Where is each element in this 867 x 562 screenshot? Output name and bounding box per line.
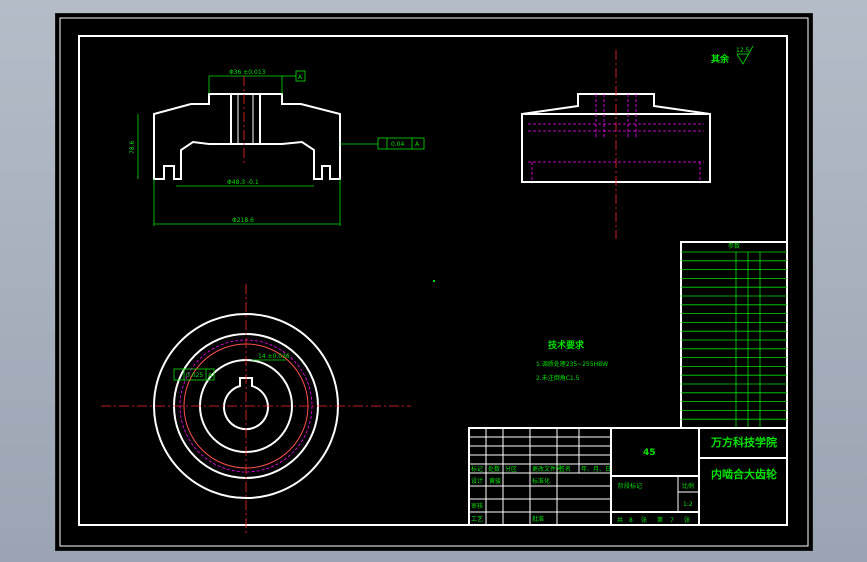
right-section-body — [259, 93, 341, 180]
outer-border — [59, 17, 809, 547]
tb-sheet-0: 共 — [617, 516, 623, 524]
tb-scale-value: 1:2 — [683, 501, 693, 508]
roughness-symbol — [736, 45, 754, 65]
tb-row-label-1: 标准化 — [532, 477, 550, 485]
drawing-sheet: Φ36 ±0.013 A Φ48.3 -0.1 Φ218.6 78.6 0.04… — [59, 17, 809, 547]
cad-viewport[interactable]: Φ36 ±0.013 A Φ48.3 -0.1 Φ218.6 78.6 0.04… — [55, 13, 813, 551]
roughness-value: 12.5 — [736, 47, 750, 54]
dim-d3-text: Φ218.6 — [232, 217, 254, 224]
tb-scale-label: 比例 — [682, 482, 694, 490]
tb-part-name: 内啮合大齿轮 — [711, 467, 777, 481]
tb-sheet-1: 8 — [629, 517, 633, 524]
plan-view: 14 ±0.036 0.025 A — [101, 284, 411, 534]
tb-sheet-3: 第 — [657, 516, 663, 524]
tol-datum: A — [415, 141, 420, 148]
section-view: Φ36 ±0.013 A Φ48.3 -0.1 Φ218.6 78.6 0.04… — [129, 69, 425, 226]
tb-row-label-0: 设计 — [471, 477, 483, 485]
stray-point — [433, 280, 435, 282]
tol-frame — [377, 137, 425, 150]
datum-a-text: A — [298, 74, 303, 81]
tb-header-0: 标记 — [471, 465, 483, 473]
sym-tol-datum: A — [208, 372, 213, 379]
tb-row-label-4: 批准 — [532, 515, 544, 523]
tech-requirements: 技术要求 1.调质处理235~255HBW 2.未注倒角C1.5 — [536, 339, 608, 382]
tb-header-1: 处数 — [488, 465, 500, 473]
tb-header-3: 更改文件号 — [532, 465, 562, 473]
tech-item-1: 1.调质处理235~255HBW — [536, 360, 608, 368]
tb-sheet-2: 张 — [641, 516, 647, 524]
tb-stage-label: 阶段标记 — [618, 482, 642, 490]
tb-sheet-info: 共 8 张 第 7 张 — [617, 516, 690, 524]
tech-title: 技术要求 — [548, 339, 585, 351]
front-outline — [521, 93, 711, 183]
sym-tol-value: 0.025 — [186, 372, 203, 379]
tb-designer: 黄骏 — [489, 477, 501, 485]
bore-with-keyway — [223, 377, 269, 431]
front-view — [521, 50, 711, 239]
param-table-title: 参数 — [728, 242, 740, 250]
tb-sheet-4: 7 — [670, 517, 674, 524]
dim-d2-text: Φ48.3 -0.1 — [227, 179, 259, 186]
tb-sheet-5: 张 — [684, 516, 690, 524]
tech-item-2: 2.未注倒角C1.5 — [536, 374, 580, 382]
tb-header-4: 签名 — [559, 465, 571, 473]
title-block-border — [468, 427, 788, 526]
tb-school: 万方科技学院 — [710, 435, 777, 449]
sym-tol-frame — [173, 368, 215, 381]
left-section-body — [153, 93, 232, 180]
dim-d1-text: Φ36 ±0.013 — [229, 69, 266, 76]
roughness-note: 其余 12.5 — [711, 45, 754, 65]
parameter-table: 参数 — [680, 241, 788, 429]
tb-header-2: 分区 — [505, 465, 517, 473]
dim-h1-text: 78.6 — [129, 140, 136, 154]
datum-box-a — [295, 70, 306, 82]
tb-material: 45 — [643, 448, 656, 458]
title-block: 45 万方科技学院 内啮合大齿轮 阶段标记 比例 1:2 共 8 张 第 7 张… — [468, 427, 788, 526]
tol-value: 0.04 — [391, 141, 405, 148]
tb-header-5: 年、月、日 — [581, 465, 611, 473]
tb-row-label-2: 审核 — [471, 502, 483, 510]
roughness-label: 其余 — [711, 53, 730, 65]
tb-row-label-3: 工艺 — [471, 515, 483, 523]
dim-k1-text: 14 ±0.036 — [258, 353, 290, 360]
